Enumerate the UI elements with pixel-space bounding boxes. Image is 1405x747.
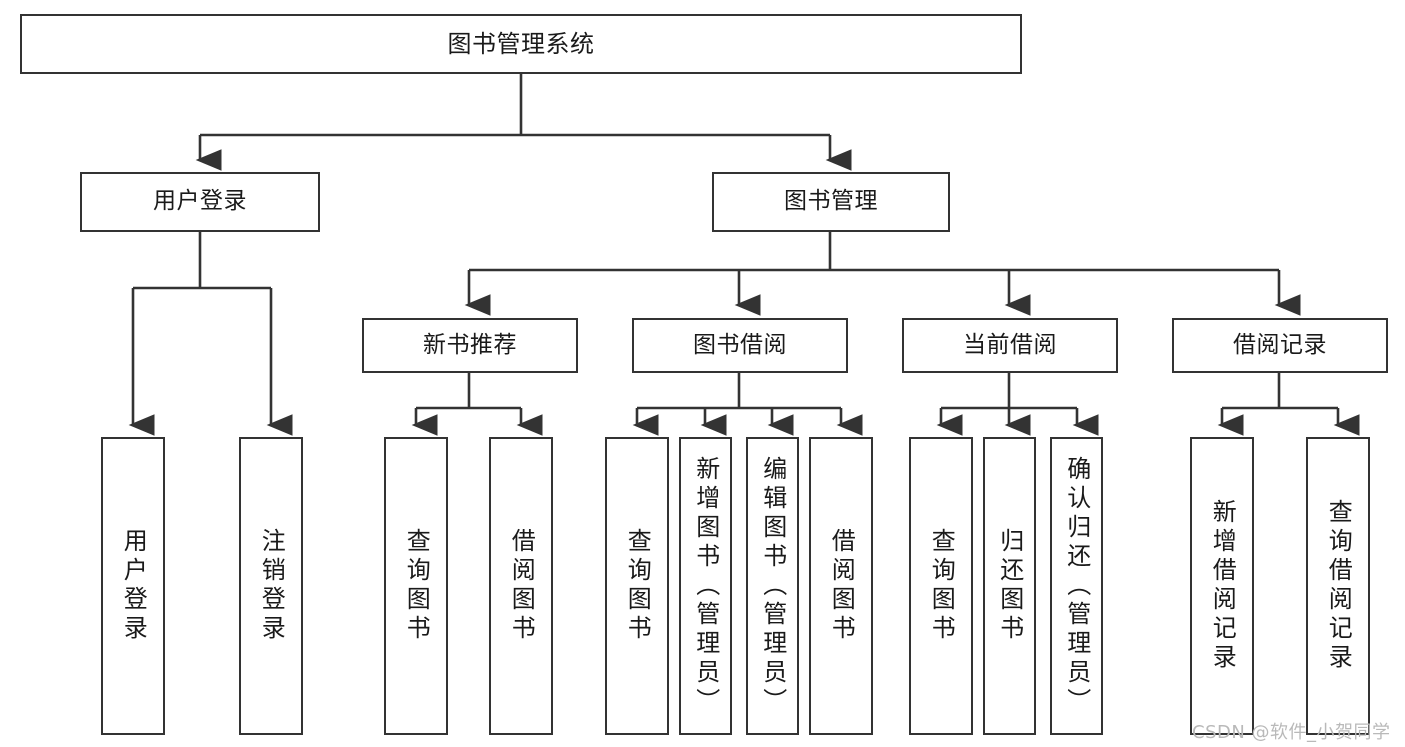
leaf-query-book-current[interactable]: 查询图书 xyxy=(909,437,973,735)
leaf-edit-book-admin[interactable]: 编辑图书（管理员） xyxy=(746,437,799,735)
node-label: 查询图书 xyxy=(623,528,652,644)
leaf-borrow-book[interactable]: 借阅图书 xyxy=(809,437,873,735)
node-label: 查询图书 xyxy=(927,528,956,644)
node-label: 图书管理 xyxy=(784,188,878,215)
node-label: 查询图书 xyxy=(402,528,431,644)
node-book-management[interactable]: 图书管理 xyxy=(712,172,950,232)
node-book-borrow[interactable]: 图书借阅 xyxy=(632,318,848,373)
leaf-return-book[interactable]: 归还图书 xyxy=(983,437,1036,735)
node-label: 新书推荐 xyxy=(423,331,517,358)
node-current-borrow[interactable]: 当前借阅 xyxy=(902,318,1118,373)
node-label: 归还图书 xyxy=(995,528,1024,644)
node-label: 新增借阅记录 xyxy=(1208,499,1237,673)
leaf-add-book-admin[interactable]: 新增图书（管理员） xyxy=(679,437,732,735)
watermark-csdn: CSDN @软件_小贺同学 xyxy=(1192,722,1391,743)
node-new-book-recommend[interactable]: 新书推荐 xyxy=(362,318,578,373)
node-label: 用户登录 xyxy=(119,528,148,644)
leaf-query-book-borrow[interactable]: 查询图书 xyxy=(605,437,669,735)
node-label: 注销登录 xyxy=(257,528,286,644)
node-label: 用户登录 xyxy=(153,188,247,215)
node-label: 借阅图书 xyxy=(507,528,536,644)
node-root-library-management-system[interactable]: 图书管理系统 xyxy=(20,14,1022,74)
leaf-confirm-return-admin[interactable]: 确认归还（管理员） xyxy=(1050,437,1103,735)
leaf-query-borrow-record[interactable]: 查询借阅记录 xyxy=(1306,437,1370,735)
node-label: 图书借阅 xyxy=(693,331,787,358)
node-label: 确认归还（管理员） xyxy=(1062,455,1091,717)
node-label: 借阅图书 xyxy=(827,528,856,644)
leaf-query-book-recommend[interactable]: 查询图书 xyxy=(384,437,448,735)
node-label: 当前借阅 xyxy=(963,331,1057,358)
node-label: 借阅记录 xyxy=(1233,331,1327,358)
node-label: 查询借阅记录 xyxy=(1324,499,1353,673)
node-label: 编辑图书（管理员） xyxy=(758,455,787,717)
node-label: 图书管理系统 xyxy=(447,29,595,58)
leaf-add-borrow-record[interactable]: 新增借阅记录 xyxy=(1190,437,1254,735)
node-user-login[interactable]: 用户登录 xyxy=(80,172,320,232)
leaf-user-login[interactable]: 用户登录 xyxy=(101,437,165,735)
leaf-logout[interactable]: 注销登录 xyxy=(239,437,303,735)
node-label: 新增图书（管理员） xyxy=(691,455,720,717)
node-borrow-record[interactable]: 借阅记录 xyxy=(1172,318,1388,373)
leaf-borrow-book-recommend[interactable]: 借阅图书 xyxy=(489,437,553,735)
